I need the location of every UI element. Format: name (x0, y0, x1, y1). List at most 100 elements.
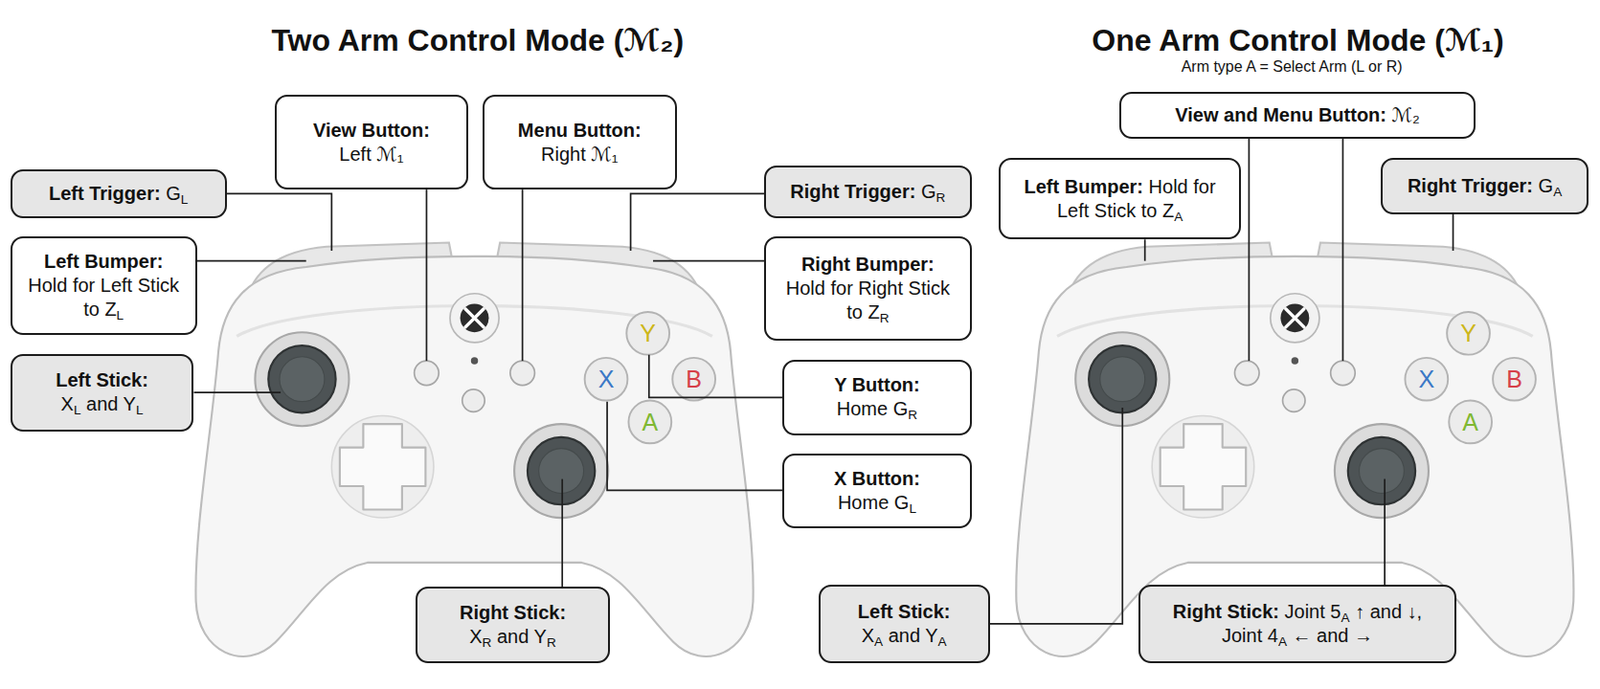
callout-text: Left Bumper:Hold for Left Stick to ZA (1010, 175, 1230, 224)
subscript: R (879, 311, 890, 326)
subscript: A (1278, 634, 1287, 650)
button-letter: Y (1449, 318, 1488, 348)
button-letter: X (1407, 364, 1446, 394)
callout-text: Y Button:Home GR (833, 373, 921, 422)
callout-body: ℳ₂ (1392, 104, 1420, 126)
stick-ring (514, 424, 609, 519)
guide-logo (1280, 303, 1309, 333)
bumper-callout: Left Bumper:Hold for Left Stick to ZA (998, 157, 1241, 240)
subscript: L (116, 308, 125, 323)
callout-heading: Right Trigger: (789, 180, 916, 203)
leader-line (1342, 138, 1345, 361)
trigger-callout: Left Trigger:GL (10, 169, 227, 219)
subscript: R (907, 407, 918, 423)
callout-text: X Button:Home GL (833, 467, 921, 516)
callout-body: Hold for Left Stick to ZL (22, 273, 186, 322)
stick-callout: Left Stick:XA and YA (818, 585, 991, 664)
callout-body: GR (921, 180, 946, 203)
button-letter: A (630, 407, 670, 437)
callout-heading: Right Bumper: (775, 252, 960, 277)
callout-heading: Left Stick: (857, 600, 951, 625)
leader-line (1452, 214, 1455, 251)
button-letter: B (1494, 364, 1533, 394)
stick-callout: Right Stick:Joint 5A ↑ and ↓, Joint 4A ←… (1138, 585, 1456, 664)
guide-logo-mark (1285, 309, 1305, 328)
stick-cap (1348, 437, 1416, 505)
callout-text: View Button:Left ℳ₁ (313, 118, 430, 167)
callout-body: XA and YA (857, 624, 951, 649)
guide-button (450, 293, 499, 343)
stick-top (539, 449, 585, 495)
callout-body: Right ℳ₁ (518, 142, 642, 167)
stick-callout: Left Stick:XL and YL (10, 354, 195, 432)
callout-text: Left Stick:XA and YA (857, 600, 951, 649)
callout-body: XL and YL (55, 392, 149, 417)
guide-logo (460, 303, 490, 333)
callout-heading: Left Bumper: (1024, 176, 1144, 198)
leader-line (630, 193, 766, 251)
face-button (585, 358, 629, 402)
subscript: A (1553, 184, 1562, 200)
subscript: L (73, 403, 82, 418)
stick-callout: Right Stick:XR and YR (415, 586, 611, 664)
guide-button (1270, 293, 1320, 343)
callout-body: Left ℳ₁ (313, 142, 430, 167)
subscript: R (546, 635, 557, 651)
small-button (1234, 360, 1260, 386)
dpad-well (331, 416, 434, 519)
leader-line (193, 391, 281, 394)
leader-line (1248, 138, 1251, 361)
stick-cap (527, 437, 595, 505)
leader-line (226, 193, 333, 251)
small-button (510, 360, 536, 386)
button-letter: A (1451, 407, 1490, 437)
leader-line (521, 189, 524, 361)
indicator-dot (471, 357, 478, 364)
callout-text: Right Trigger:GR (789, 180, 946, 204)
callout-body: GL (165, 182, 188, 204)
callout-body: XR and YR (459, 625, 566, 650)
stick-top (279, 357, 325, 403)
stick-top (1100, 357, 1146, 403)
subscript: R (482, 635, 493, 651)
stick-ring (1334, 424, 1429, 519)
subscript: L (135, 403, 144, 418)
callout-heading: Right Trigger: (1407, 175, 1533, 197)
callout-text: Right Trigger:GA (1407, 174, 1562, 199)
stick-cap (1088, 345, 1156, 413)
small-button (462, 389, 485, 412)
callout-body: Hold for Right Stick to ZR (775, 276, 960, 325)
leader-line (1383, 479, 1386, 586)
small-button (414, 360, 440, 386)
button-letter: X (586, 364, 626, 394)
callout-text: Left Bumper:Hold for Left Stick to ZL (22, 249, 186, 322)
leader-line (653, 260, 765, 263)
subscript: A (1340, 610, 1350, 626)
callout-heading: Left Stick: (55, 368, 149, 393)
face-button (626, 312, 670, 356)
callout-heading: Y Button: (833, 373, 921, 398)
leader-line (197, 260, 307, 263)
leader-line (990, 407, 1124, 625)
button-letter: Y (629, 318, 668, 348)
callout-body: GA (1538, 175, 1563, 197)
callout-body: Home GR (833, 397, 921, 422)
stick-cap (268, 345, 336, 413)
leader-line (561, 479, 564, 588)
leader-line (426, 189, 429, 361)
button-callout: Menu Button:Right ℳ₁ (482, 94, 677, 190)
subscript: L (180, 192, 189, 207)
subscript: R (936, 190, 947, 205)
callout-heading: Left Bumper: (22, 249, 186, 274)
callout-heading: X Button: (833, 467, 921, 492)
face-button (1492, 358, 1536, 402)
bumper-callout: Left Bumper:Hold for Left Stick to ZL (10, 236, 198, 336)
button-letter: B (675, 364, 714, 394)
callout-text: View and Menu Button:ℳ₂ (1174, 103, 1420, 128)
callout-text: Right Stick:Joint 5A ↑ and ↓, Joint 4A ←… (1149, 600, 1444, 649)
face-button (628, 401, 672, 445)
small-button (1330, 360, 1356, 386)
dpad-well (1151, 416, 1255, 519)
callout-heading: Right Stick: (459, 601, 566, 626)
